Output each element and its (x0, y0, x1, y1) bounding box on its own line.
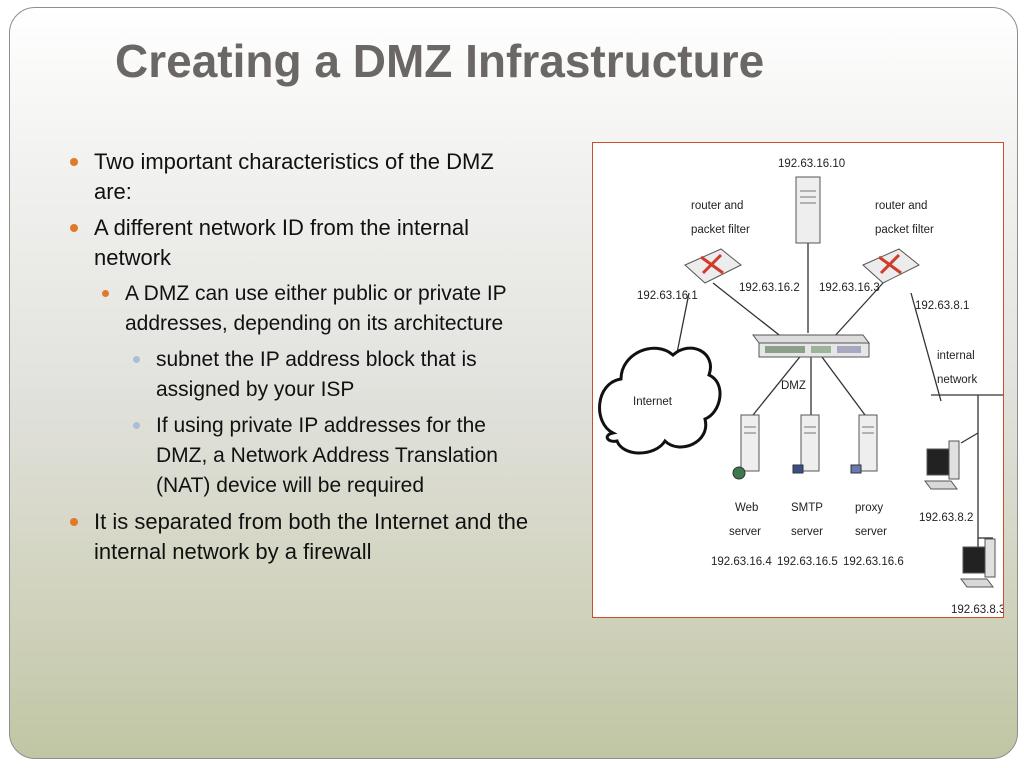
internet-cloud-icon (598, 346, 722, 455)
proxy-server-ip: 192.63.16.6 (843, 556, 904, 568)
bullet-text: It is separated from both the Internet a… (94, 509, 529, 564)
bullet-text: A different network ID from the internal… (94, 215, 469, 270)
sub-sub-bullet-item: If using private IP addresses for the DM… (66, 411, 536, 501)
sub-bullet-item: A DMZ can use either public or private I… (66, 279, 536, 339)
router-right-ip-inner: 192.63.16.3 (819, 282, 880, 294)
bullet-dot-icon (133, 422, 140, 429)
bullet-text: subnet the IP address block that is assi… (156, 348, 477, 401)
smtp-server-icon (792, 414, 820, 474)
bullet-text: Two important characteristics of the DMZ… (94, 149, 494, 204)
workstation-ip: 192.63.8.3 (951, 604, 1003, 616)
dmz-network-diagram: 192.63.16.10 router and packet filter 19… (592, 142, 1004, 618)
bullet-dot-icon (70, 224, 78, 232)
diagram-canvas: 192.63.16.10 router and packet filter 19… (598, 158, 1003, 616)
router-right-label: router and (875, 200, 927, 212)
bullet-dot-icon (133, 356, 140, 363)
bullet-text: If using private IP addresses for the DM… (156, 414, 498, 497)
switch-icon (752, 334, 870, 358)
router-right-ip-outer: 192.63.8.1 (915, 300, 969, 312)
workstation-ip: 192.63.8.2 (919, 512, 973, 524)
bullet-dot-icon (70, 158, 78, 166)
router-right-label: packet filter (875, 224, 934, 236)
smtp-server-ip: 192.63.16.5 (777, 556, 838, 568)
internal-network-label: internal (937, 350, 975, 362)
bullet-text: A DMZ can use either public or private I… (125, 282, 507, 335)
router-left-label: packet filter (691, 224, 750, 236)
bullet-item: A different network ID from the internal… (66, 213, 536, 273)
bullet-item: It is separated from both the Internet a… (66, 507, 536, 567)
smtp-server-label: SMTP (791, 502, 823, 514)
router-left-ip-inner: 192.63.16.2 (739, 282, 800, 294)
bullet-dot-icon (102, 290, 109, 297)
bullet-dot-icon (70, 518, 78, 526)
internet-label: Internet (633, 396, 673, 408)
proxy-server-icon (850, 414, 878, 474)
web-server-icon (732, 414, 760, 480)
slide: Creating a DMZ Infrastructure Two import… (9, 7, 1018, 759)
smtp-server-label: server (791, 526, 823, 538)
proxy-server-label: proxy (855, 502, 883, 514)
slide-title: Creating a DMZ Infrastructure (115, 35, 765, 87)
top-server-ip: 192.63.16.10 (778, 158, 845, 170)
router-left-label: router and (691, 200, 743, 212)
workstation-icon (924, 440, 960, 490)
workstation-icon (960, 538, 996, 588)
router-left-icon (684, 248, 742, 284)
connection-lines (672, 241, 1003, 553)
proxy-server-label: server (855, 526, 887, 538)
internal-network-label: network (937, 374, 978, 386)
bullet-list: Two important characteristics of the DMZ… (66, 147, 536, 573)
bullet-item: Two important characteristics of the DMZ… (66, 147, 536, 207)
top-server-icon (795, 176, 821, 244)
web-server-label: server (729, 526, 761, 538)
dmz-label: DMZ (781, 380, 806, 392)
web-server-label: Web (735, 502, 758, 514)
router-right-icon (862, 248, 920, 284)
router-left-ip-outer: 192.63.16.1 (637, 290, 698, 302)
sub-sub-bullet-item: subnet the IP address block that is assi… (66, 345, 536, 405)
web-server-ip: 192.63.16.4 (711, 556, 772, 568)
